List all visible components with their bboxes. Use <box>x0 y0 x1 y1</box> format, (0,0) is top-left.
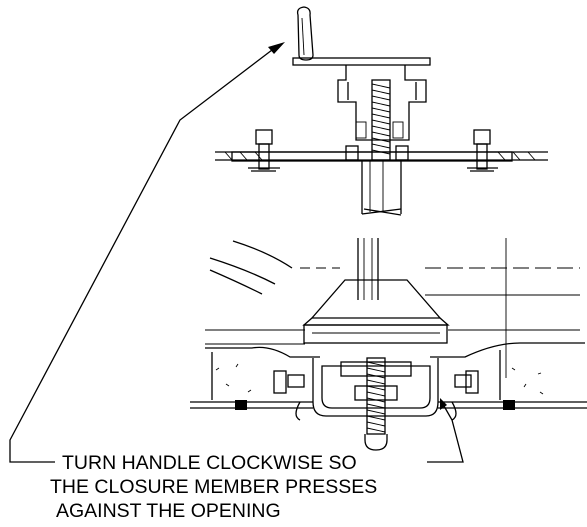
upper-assembly <box>215 6 548 216</box>
leader-lines <box>9 42 464 463</box>
annotation-text: TURN HANDLE CLOCKWISE SO THE CLOSURE MEM… <box>50 452 377 522</box>
annotation-line-1: TURN HANDLE CLOCKWISE SO <box>62 452 357 474</box>
arrowhead-closure <box>440 398 447 410</box>
annotation-line-3: AGAINST THE OPENING <box>56 500 281 522</box>
handle-knob <box>296 6 314 61</box>
arrowhead-handle <box>268 42 285 54</box>
handle-bar <box>292 57 431 66</box>
annotation-line-2: THE CLOSURE MEMBER PRESSES <box>50 476 377 498</box>
lower-assembly <box>190 238 587 451</box>
